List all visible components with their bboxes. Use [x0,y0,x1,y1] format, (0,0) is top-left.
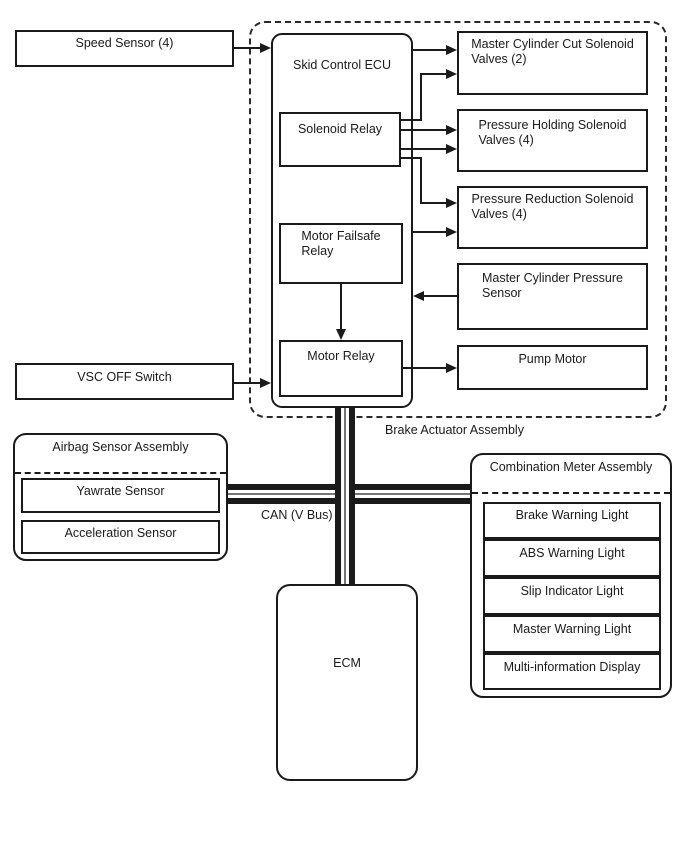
failsafe-to-motor-relay-line [340,284,342,331]
pressure-reduction-valves-label: Pressure Reduction Solenoid Valves (4) [471,192,634,221]
brake-warning-light-label: Brake Warning Light [515,508,629,522]
motor-failsafe-relay-label: Motor Failsafe Relay [301,229,381,258]
arrowhead-down-icon [336,329,346,340]
pump-motor-label: Pump Motor [518,352,587,366]
master-cylinder-pressure-sensor-label: Master Cylinder Pressure Sensor [481,271,623,300]
ecm-label: ECM [333,656,361,670]
brake-actuator-assembly-boundary [249,21,667,418]
brake-warning-light-box: Brake Warning Light [483,502,661,539]
ecu-to-mc-cut-line [413,49,449,51]
motor-relay-box: Motor Relay [279,340,403,397]
vsc-off-switch-box: VSC OFF Switch [15,363,234,400]
solenoid-relay-riser-up-line [420,73,422,121]
master-warning-light-box: Master Warning Light [483,615,661,653]
speed-sensor-box: Speed Sensor (4) [15,30,234,67]
solenoid-relay-to-pressure-reduction-line [420,202,449,204]
acceleration-sensor-box: Acceleration Sensor [21,520,220,554]
arrowhead-right-icon [446,144,457,154]
can-bus-label: CAN (V Bus) [261,508,333,522]
arrowhead-right-icon [446,227,457,237]
can-bus-vertical [335,408,355,584]
master-cylinder-pressure-sensor-box: Master Cylinder Pressure Sensor [457,263,648,330]
solenoid-relay-to-pressure-holding-line-1 [401,129,449,131]
motor-relay-to-pump-line [403,367,449,369]
pressure-sensor-to-ecu-line [423,295,457,297]
pressure-holding-valves-box: Pressure Holding Solenoid Valves (4) [457,109,648,172]
arrowhead-right-icon [446,45,457,55]
speed-sensor-to-ecu-line [234,47,264,49]
slip-indicator-light-label: Slip Indicator Light [520,584,624,598]
ecu-to-pressure-reduction-line [413,231,449,233]
slip-indicator-light-box: Slip Indicator Light [483,577,661,615]
airbag-sensor-assembly-box: Airbag Sensor Assembly Yawrate Sensor Ac… [13,433,228,561]
combination-meter-assembly-title: Combination Meter Assembly [489,460,653,474]
multi-information-display-label: Multi-information Display [503,660,641,674]
abs-warning-light-label: ABS Warning Light [519,546,625,560]
solenoid-relay-riser-down-line [401,157,422,159]
acceleration-sensor-label: Acceleration Sensor [64,526,177,540]
pressure-holding-valves-label: Pressure Holding Solenoid Valves (4) [478,118,627,147]
pump-motor-box: Pump Motor [457,345,648,390]
master-cylinder-cut-valves-box: Master Cylinder Cut Solenoid Valves (2) [457,31,648,95]
solenoid-relay-riser-down-line [420,157,422,204]
brake-actuator-assembly-label: Brake Actuator Assembly [385,423,524,437]
airbag-sensor-assembly-title: Airbag Sensor Assembly [52,440,189,454]
arrowhead-right-icon [446,69,457,79]
arrowhead-right-icon [446,125,457,135]
solenoid-relay-to-pressure-holding-line-2 [401,148,449,150]
multi-information-display-box: Multi-information Display [483,653,661,690]
vsc-to-ecu-line [234,382,264,384]
arrowhead-right-icon [446,363,457,373]
arrowhead-right-icon [260,43,271,53]
yawrate-sensor-label: Yawrate Sensor [76,484,165,498]
motor-failsafe-relay-box: Motor Failsafe Relay [279,223,403,284]
solenoid-relay-label: Solenoid Relay [297,122,383,136]
speed-sensor-label: Speed Sensor (4) [75,36,174,50]
arrowhead-right-icon [446,198,457,208]
solenoid-relay-riser-up-line [401,119,422,121]
vsc-off-switch-label: VSC OFF Switch [77,370,172,384]
yawrate-sensor-box: Yawrate Sensor [21,478,220,513]
master-warning-light-label: Master Warning Light [512,622,632,636]
abs-warning-light-box: ABS Warning Light [483,539,661,577]
motor-relay-label: Motor Relay [307,349,375,363]
master-cylinder-cut-valves-label: Master Cylinder Cut Solenoid Valves (2) [471,37,634,66]
airbag-assembly-separator [15,472,226,474]
solenoid-relay-box: Solenoid Relay [279,112,401,167]
ecm-box: ECM [276,584,418,781]
arrowhead-left-icon [413,291,424,301]
solenoid-relay-to-mc-cut-line [420,73,449,75]
combination-meter-separator [472,492,670,494]
arrowhead-right-icon [260,378,271,388]
pressure-reduction-valves-box: Pressure Reduction Solenoid Valves (4) [457,186,648,249]
combination-meter-assembly-box: Combination Meter Assembly Brake Warning… [470,453,672,698]
skid-control-ecu-title: Skid Control ECU [293,58,391,72]
